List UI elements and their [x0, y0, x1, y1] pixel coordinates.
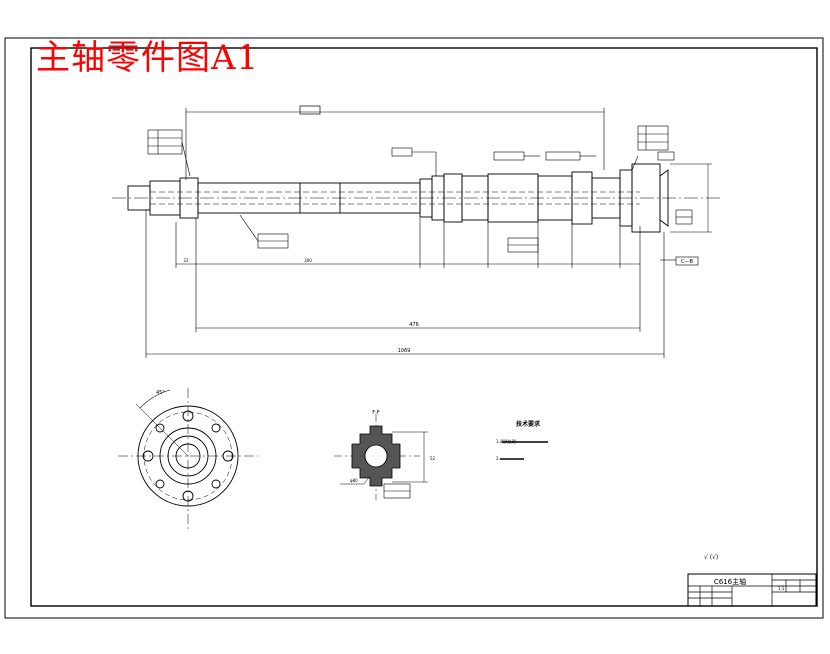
outer-border [4, 37, 824, 619]
dim-mid-length: 476 [409, 322, 419, 328]
spline-section-view [334, 414, 428, 500]
flange-bore [175, 443, 201, 469]
title-block-name: C616主轴 [714, 577, 746, 586]
page-title: 主轴零件图A1 [36, 38, 260, 78]
spindle-main-view [112, 163, 720, 233]
tech-req-line-1: 1.调质处理 [496, 438, 516, 444]
lower-dimensions [145, 210, 665, 358]
section-dim: 52 [430, 456, 436, 461]
section-label: F-F [372, 410, 380, 416]
flange-outer-circle [137, 405, 239, 507]
dim-sub-b: 300 [304, 258, 312, 263]
dim-total-length: 1069 [398, 348, 411, 354]
flange-angle-dim: 45° [156, 390, 165, 396]
top-dimension [185, 105, 605, 180]
bore-dim: φ80 [350, 478, 358, 483]
inner-border [30, 47, 818, 607]
tolerance-frames [147, 125, 699, 266]
tech-req-line-2: 2. [496, 456, 500, 461]
title-block-scale: 1:1 [778, 586, 785, 591]
flange-end-view [118, 388, 258, 530]
tech-req-title: 技术要求 [516, 420, 541, 428]
flange-hub-circle [159, 427, 217, 485]
datum-tag: C—B [681, 259, 693, 265]
datum-tag-box [675, 256, 699, 266]
dim-sub-a: 22 [183, 258, 189, 263]
title-block [687, 573, 817, 607]
shaft-right-taper [659, 169, 669, 227]
roughness-note: √ (√) [704, 554, 718, 561]
